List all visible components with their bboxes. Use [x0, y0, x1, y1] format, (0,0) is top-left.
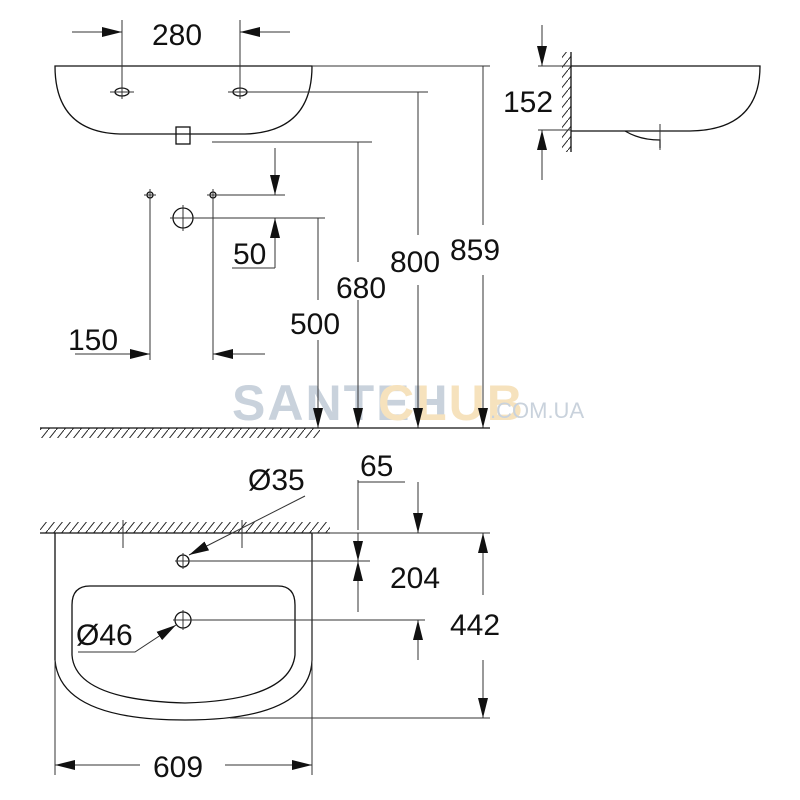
plan-view: Ø35 Ø46 65 204 442 609: [40, 450, 500, 784]
dim-diameter-35-label: Ø35: [248, 464, 305, 497]
drain-connection: [170, 205, 325, 231]
dim-diameter-46-label: Ø46: [76, 619, 133, 652]
dim-280-label: 280: [152, 19, 202, 52]
tap-hole: [175, 553, 191, 569]
outlet-stub: [175, 126, 191, 145]
watermark-suffix: .COM.UA: [490, 398, 584, 423]
floor-hatch: [40, 428, 320, 438]
dim-500-label: 500: [290, 308, 340, 341]
dim-609-label: 609: [153, 751, 203, 784]
basin-plan-outline: [54, 533, 313, 721]
front-view: 280 50 150 500 680 800 859: [40, 19, 500, 438]
bracket-hole-right: [207, 189, 285, 360]
watermark-part2: CLUB: [378, 375, 525, 431]
bracket-hole-left: [144, 189, 156, 360]
dim-150-label: 150: [68, 324, 118, 357]
watermark: SANTEH CLUB .COM.UA: [232, 375, 584, 431]
wall-hatch-side: [562, 52, 571, 152]
dim-152-label: 152: [503, 86, 553, 119]
bowl-outline: [71, 585, 296, 704]
drain-hole: [173, 610, 193, 630]
dim-442-label: 442: [450, 609, 500, 642]
side-view: 152: [503, 25, 761, 180]
dim-50-label: 50: [233, 238, 266, 271]
wall-hatch-plan: [40, 522, 330, 533]
watermark-part1: SANTEH: [232, 375, 450, 431]
dim-859-label: 859: [450, 234, 500, 267]
dim-800-label: 800: [390, 246, 440, 279]
dim-680-label: 680: [336, 272, 386, 305]
basin-front-outline: [54, 65, 313, 135]
basin-side-outline: [571, 65, 761, 132]
dim-65-label: 65: [360, 450, 393, 483]
dim-204-label: 204: [390, 562, 440, 595]
